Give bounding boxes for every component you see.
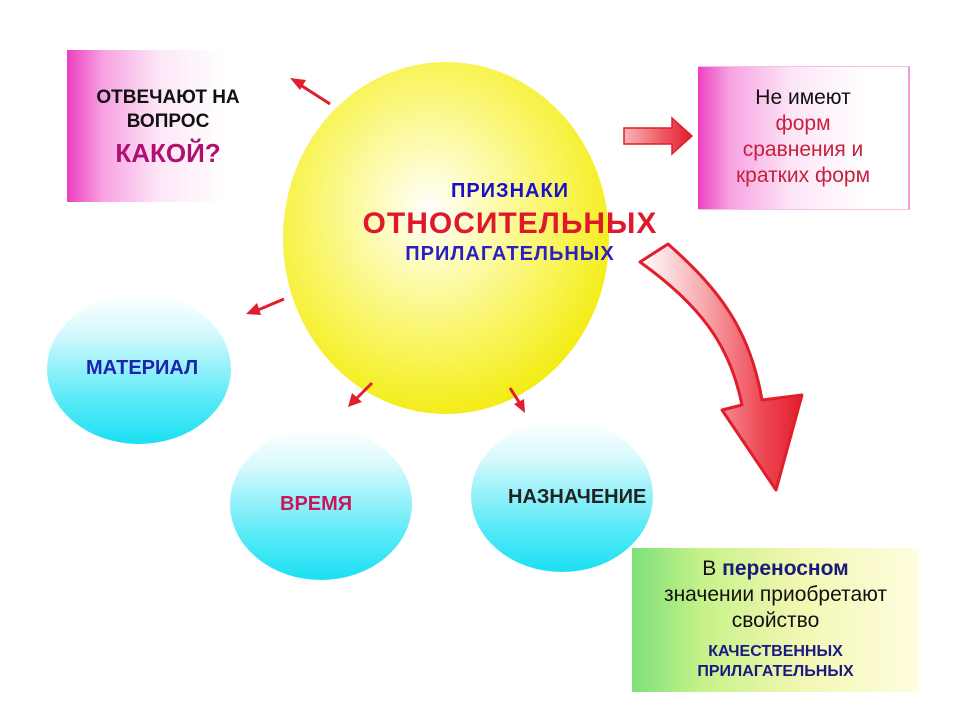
- center-title-line2: ОТНОСИТЕЛЬНЫХ: [362, 207, 658, 240]
- figurative-line2: значении приобретают: [663, 583, 888, 606]
- forms-line3: сравнения и: [742, 138, 864, 161]
- question-box: ОТВЕЧАЮТ НА ВОПРОС КАКОЙ?: [67, 50, 269, 202]
- arrow-to-material-icon: [246, 297, 285, 315]
- forms-line1: Не имеют: [755, 86, 851, 109]
- figurative-line1: В переносном: [632, 556, 919, 582]
- arrow-to-time-icon: [348, 381, 374, 407]
- forms-box: Не имеют форм сравнения и кратких форм: [698, 66, 910, 210]
- central-circle: [283, 62, 609, 414]
- center-title: ПРИЗНАКИ ОТНОСИТЕЛЬНЫХ ПРИЛАГАТЕЛЬНЫХ: [290, 180, 730, 266]
- figurative-box: В переносном значении приобретают свойст…: [632, 548, 919, 692]
- figurative-line5: ПРИЛАГАТЕЛЬНЫХ: [697, 663, 854, 680]
- arrow-to-forms-icon: [623, 116, 694, 156]
- center-title-line3: ПРИЛАГАТЕЛЬНЫХ: [405, 243, 615, 265]
- forms-line2: форм: [775, 112, 831, 135]
- figurative-line4: КАЧЕСТВЕННЫХ: [708, 643, 843, 660]
- arrow-to-question-icon: [290, 78, 331, 106]
- figurative-highlight: переносном: [722, 557, 849, 580]
- forms-line4: кратких форм: [735, 164, 871, 187]
- label-material: МАТЕРИАЛ: [86, 357, 199, 379]
- big-curved-arrow-icon: [638, 242, 804, 492]
- figurative-line3: свойство: [731, 609, 820, 632]
- center-title-line1: ПРИЗНАКИ: [450, 180, 570, 202]
- arrow-to-purpose-icon: [508, 387, 525, 413]
- ellipse-purpose: [471, 420, 653, 572]
- label-purpose: НАЗНАЧЕНИЕ: [508, 486, 647, 508]
- question-line3: КАКОЙ?: [115, 138, 221, 168]
- label-time: ВРЕМЯ: [280, 493, 353, 515]
- question-line1: ОТВЕЧАЮТ НА: [96, 87, 240, 108]
- ellipse-time: [230, 428, 412, 580]
- question-line2: ВОПРОС: [126, 111, 210, 132]
- ellipse-material: [47, 294, 231, 444]
- figurative-prefix: В: [702, 557, 717, 580]
